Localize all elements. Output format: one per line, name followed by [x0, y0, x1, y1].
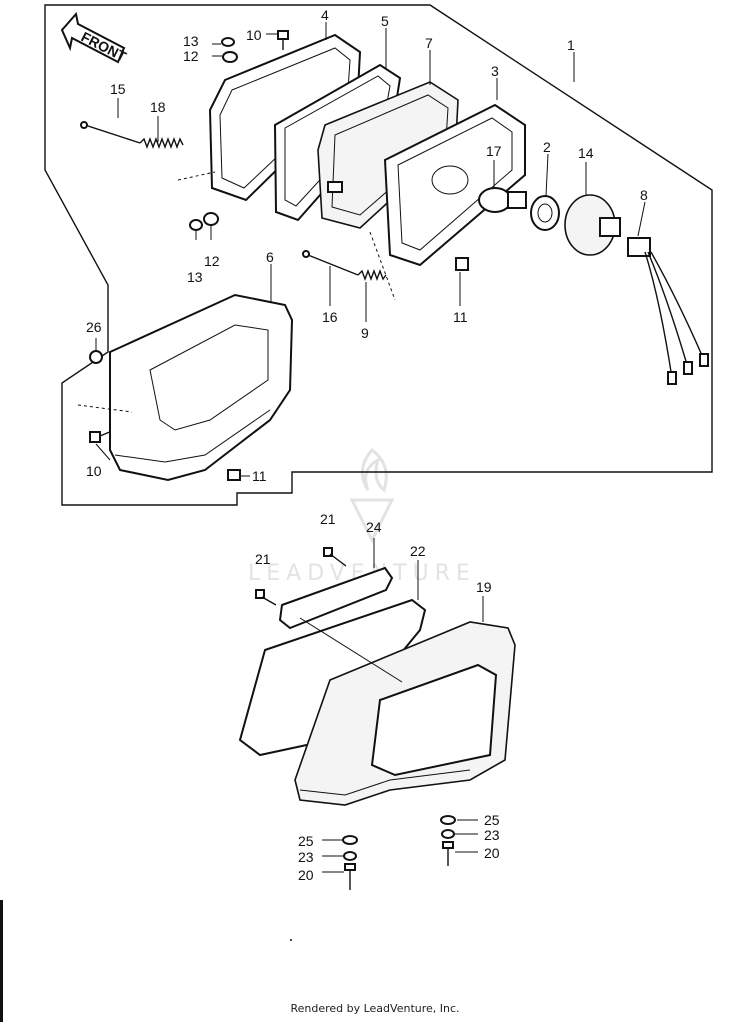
spring-18	[139, 137, 184, 149]
washer-13-left	[189, 219, 203, 231]
callout-25-left: 25	[298, 833, 314, 849]
callout-10-bottom: 10	[86, 463, 102, 479]
washer-25-left	[342, 835, 358, 845]
guide-line-1	[177, 171, 216, 181]
guide-line-4	[299, 617, 403, 683]
adjusting-screw-16	[302, 250, 359, 276]
nut-11-top	[455, 257, 469, 271]
callout-20-right: 20	[484, 845, 500, 861]
screw-10-top	[277, 30, 289, 50]
screw-21-lower	[255, 589, 277, 606]
callout-10-top: 10	[246, 27, 262, 43]
callout-13-left: 13	[187, 269, 203, 285]
front-arrow-label: FRONT	[79, 28, 130, 64]
washer-25-right	[440, 815, 456, 825]
callout-9: 9	[361, 325, 369, 341]
callout-11-bottom: 11	[252, 468, 267, 484]
callout-22: 22	[410, 543, 426, 559]
nut-12-top	[222, 51, 238, 63]
callout-16: 16	[322, 309, 338, 325]
headlight-case	[109, 293, 294, 482]
callout-5: 5	[381, 13, 389, 29]
callout-8: 8	[640, 187, 648, 203]
callout-12-top: 12	[183, 48, 199, 64]
callout-18: 18	[150, 99, 166, 115]
callout-13-top: 13	[183, 33, 199, 49]
headlight-bulb	[478, 187, 527, 213]
callout-21-lower: 21	[255, 551, 271, 567]
washer-23-left	[343, 851, 357, 861]
callout-21-upper: 21	[320, 511, 336, 527]
callout-1: 1	[567, 37, 575, 53]
callout-24: 24	[366, 519, 382, 535]
mounting-ring	[383, 103, 526, 267]
washer-23-right	[441, 829, 455, 839]
leader-lines	[95, 22, 646, 873]
bolt-20-left	[344, 863, 356, 890]
callout-17: 17	[486, 143, 502, 159]
screw-21-upper	[323, 547, 347, 567]
callout-14: 14	[578, 145, 594, 161]
front-arrow-icon: FRONT	[60, 11, 130, 65]
wiring-harness	[627, 237, 709, 385]
callout-2: 2	[543, 139, 551, 155]
footer-credit: Rendered by LeadVenture, Inc.	[290, 1002, 460, 1015]
visor-frame-19	[294, 621, 516, 806]
callout-23-right: 23	[484, 827, 500, 843]
callout-26: 26	[86, 319, 102, 335]
nut-12-left	[203, 212, 219, 226]
assembly-boundary	[44, 4, 713, 506]
callout-12-left: 12	[204, 253, 220, 269]
callout-11-top: 11	[453, 309, 468, 325]
callout-15: 15	[110, 81, 126, 97]
callout-19: 19	[476, 579, 492, 595]
callout-7: 7	[425, 35, 433, 51]
stray-dot	[290, 939, 292, 941]
lens-bracket-24	[278, 566, 394, 630]
nut-26	[89, 350, 103, 364]
socket-cover	[564, 194, 621, 256]
left-edge-bar	[0, 900, 3, 1022]
callout-20-left: 20	[298, 867, 314, 883]
callout-6: 6	[266, 249, 274, 265]
callout-3: 3	[491, 63, 499, 79]
bulb-socket	[530, 195, 560, 231]
sealed-beam-unit	[317, 81, 459, 229]
callout-25-right: 25	[484, 812, 500, 828]
bolt-20-right	[442, 841, 454, 866]
watermark-logo-icon	[349, 447, 395, 544]
nut-11-bottom	[227, 469, 241, 481]
guide-line-3	[369, 231, 396, 301]
adjusting-screw-15	[80, 121, 141, 144]
callout-4: 4	[321, 7, 329, 23]
callout-23-left: 23	[298, 849, 314, 865]
washer-13-top	[221, 37, 235, 47]
spring-9	[357, 269, 387, 281]
